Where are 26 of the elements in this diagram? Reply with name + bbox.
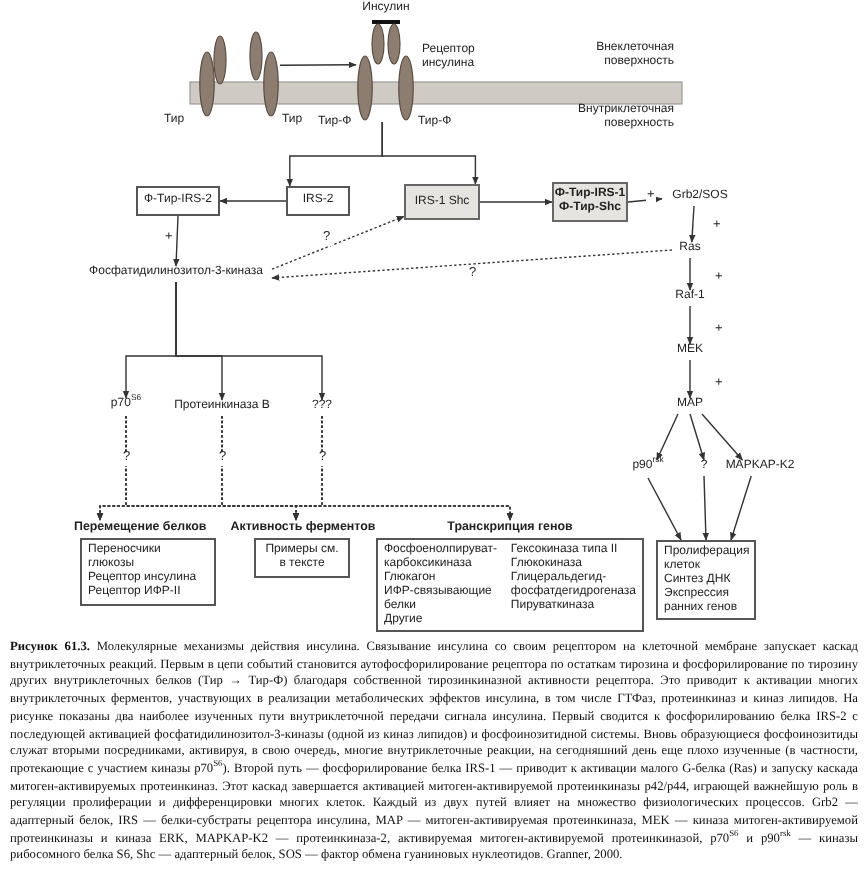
protein-box xyxy=(286,186,350,216)
arrow xyxy=(688,205,696,243)
arrow xyxy=(321,415,514,521)
arrow xyxy=(730,475,752,541)
arrow xyxy=(701,413,744,461)
outcome-box xyxy=(656,540,756,620)
arrow xyxy=(172,215,180,267)
arrow xyxy=(219,197,287,205)
arrow xyxy=(647,477,682,541)
arrow xyxy=(686,257,694,291)
arrow xyxy=(271,215,405,270)
arrow xyxy=(381,121,479,185)
protein-box xyxy=(136,186,220,216)
protein-box xyxy=(404,184,480,220)
arrow xyxy=(689,413,706,461)
arrow xyxy=(686,305,694,345)
arrow xyxy=(686,359,694,399)
arrow xyxy=(479,198,553,206)
arrow xyxy=(656,413,679,461)
arrow xyxy=(627,196,663,203)
arrow xyxy=(271,249,673,281)
receptor-drawing xyxy=(198,30,280,118)
receptor-drawing xyxy=(356,18,414,122)
arrow xyxy=(279,61,357,69)
arrow xyxy=(175,281,326,401)
arrow xyxy=(702,475,710,541)
